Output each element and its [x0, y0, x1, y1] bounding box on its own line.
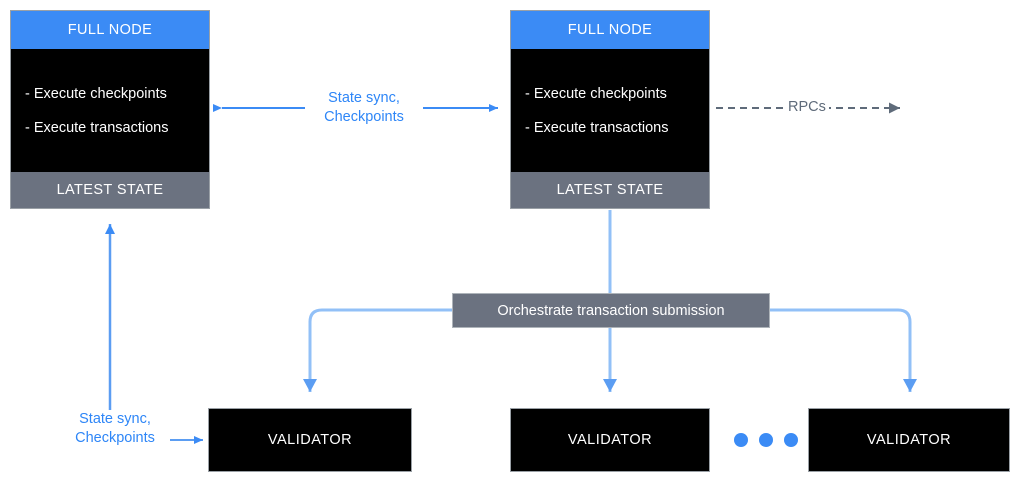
edge-orchestrator-to-validator-3 — [770, 308, 917, 392]
edge-label-state-sync-line1: State sync, — [328, 90, 400, 106]
full-node-left-bullet-1: - Execute checkpoints — [25, 85, 167, 102]
edge-label-state-sync-between-nodes: State sync, Checkpoints — [305, 89, 423, 127]
ellipsis-dot-2 — [759, 433, 773, 447]
more-validators-ellipsis — [734, 433, 798, 447]
edge-label-state-sync-validator-line2: Checkpoints — [75, 430, 155, 446]
full-node-left-latest-state: LATEST STATE — [11, 172, 209, 208]
full-node-right-body: - Execute checkpoints - Execute transact… — [511, 49, 709, 172]
full-node-right-bullet-1: - Execute checkpoints — [525, 85, 667, 102]
full-node-right-bullet-2: - Execute transactions — [525, 119, 669, 136]
edge-label-state-sync-validator: State sync, Checkpoints — [60, 410, 170, 448]
full-node-right[interactable]: FULL NODE - Execute checkpoints - Execut… — [510, 10, 710, 209]
ellipsis-dot-3 — [784, 433, 798, 447]
validator-3-label: VALIDATOR — [866, 432, 952, 448]
validator-1[interactable]: VALIDATOR — [208, 408, 412, 472]
validator-2[interactable]: VALIDATOR — [510, 408, 710, 472]
full-node-right-header: FULL NODE — [511, 11, 709, 49]
validator-3[interactable]: VALIDATOR — [808, 408, 1010, 472]
full-node-left-header: FULL NODE — [11, 11, 209, 49]
validator-1-label: VALIDATOR — [267, 432, 353, 448]
orchestrate-label: Orchestrate transaction submission — [497, 302, 725, 319]
full-node-left-bullet-2: - Execute transactions — [25, 119, 169, 136]
full-node-left-body: - Execute checkpoints - Execute transact… — [11, 49, 209, 172]
orchestrate-transaction-submission-box[interactable]: Orchestrate transaction submission — [452, 293, 770, 328]
edge-label-rpcs: RPCs — [785, 98, 829, 117]
ellipsis-dot-1 — [734, 433, 748, 447]
edge-label-state-sync-line2: Checkpoints — [324, 109, 404, 125]
full-node-right-latest-state: LATEST STATE — [511, 172, 709, 208]
full-node-left[interactable]: FULL NODE - Execute checkpoints - Execut… — [10, 10, 210, 209]
edge-orchestrator-to-validator-1 — [303, 308, 452, 392]
edge-label-state-sync-validator-line1: State sync, — [79, 411, 151, 427]
validator-2-label: VALIDATOR — [567, 432, 653, 448]
